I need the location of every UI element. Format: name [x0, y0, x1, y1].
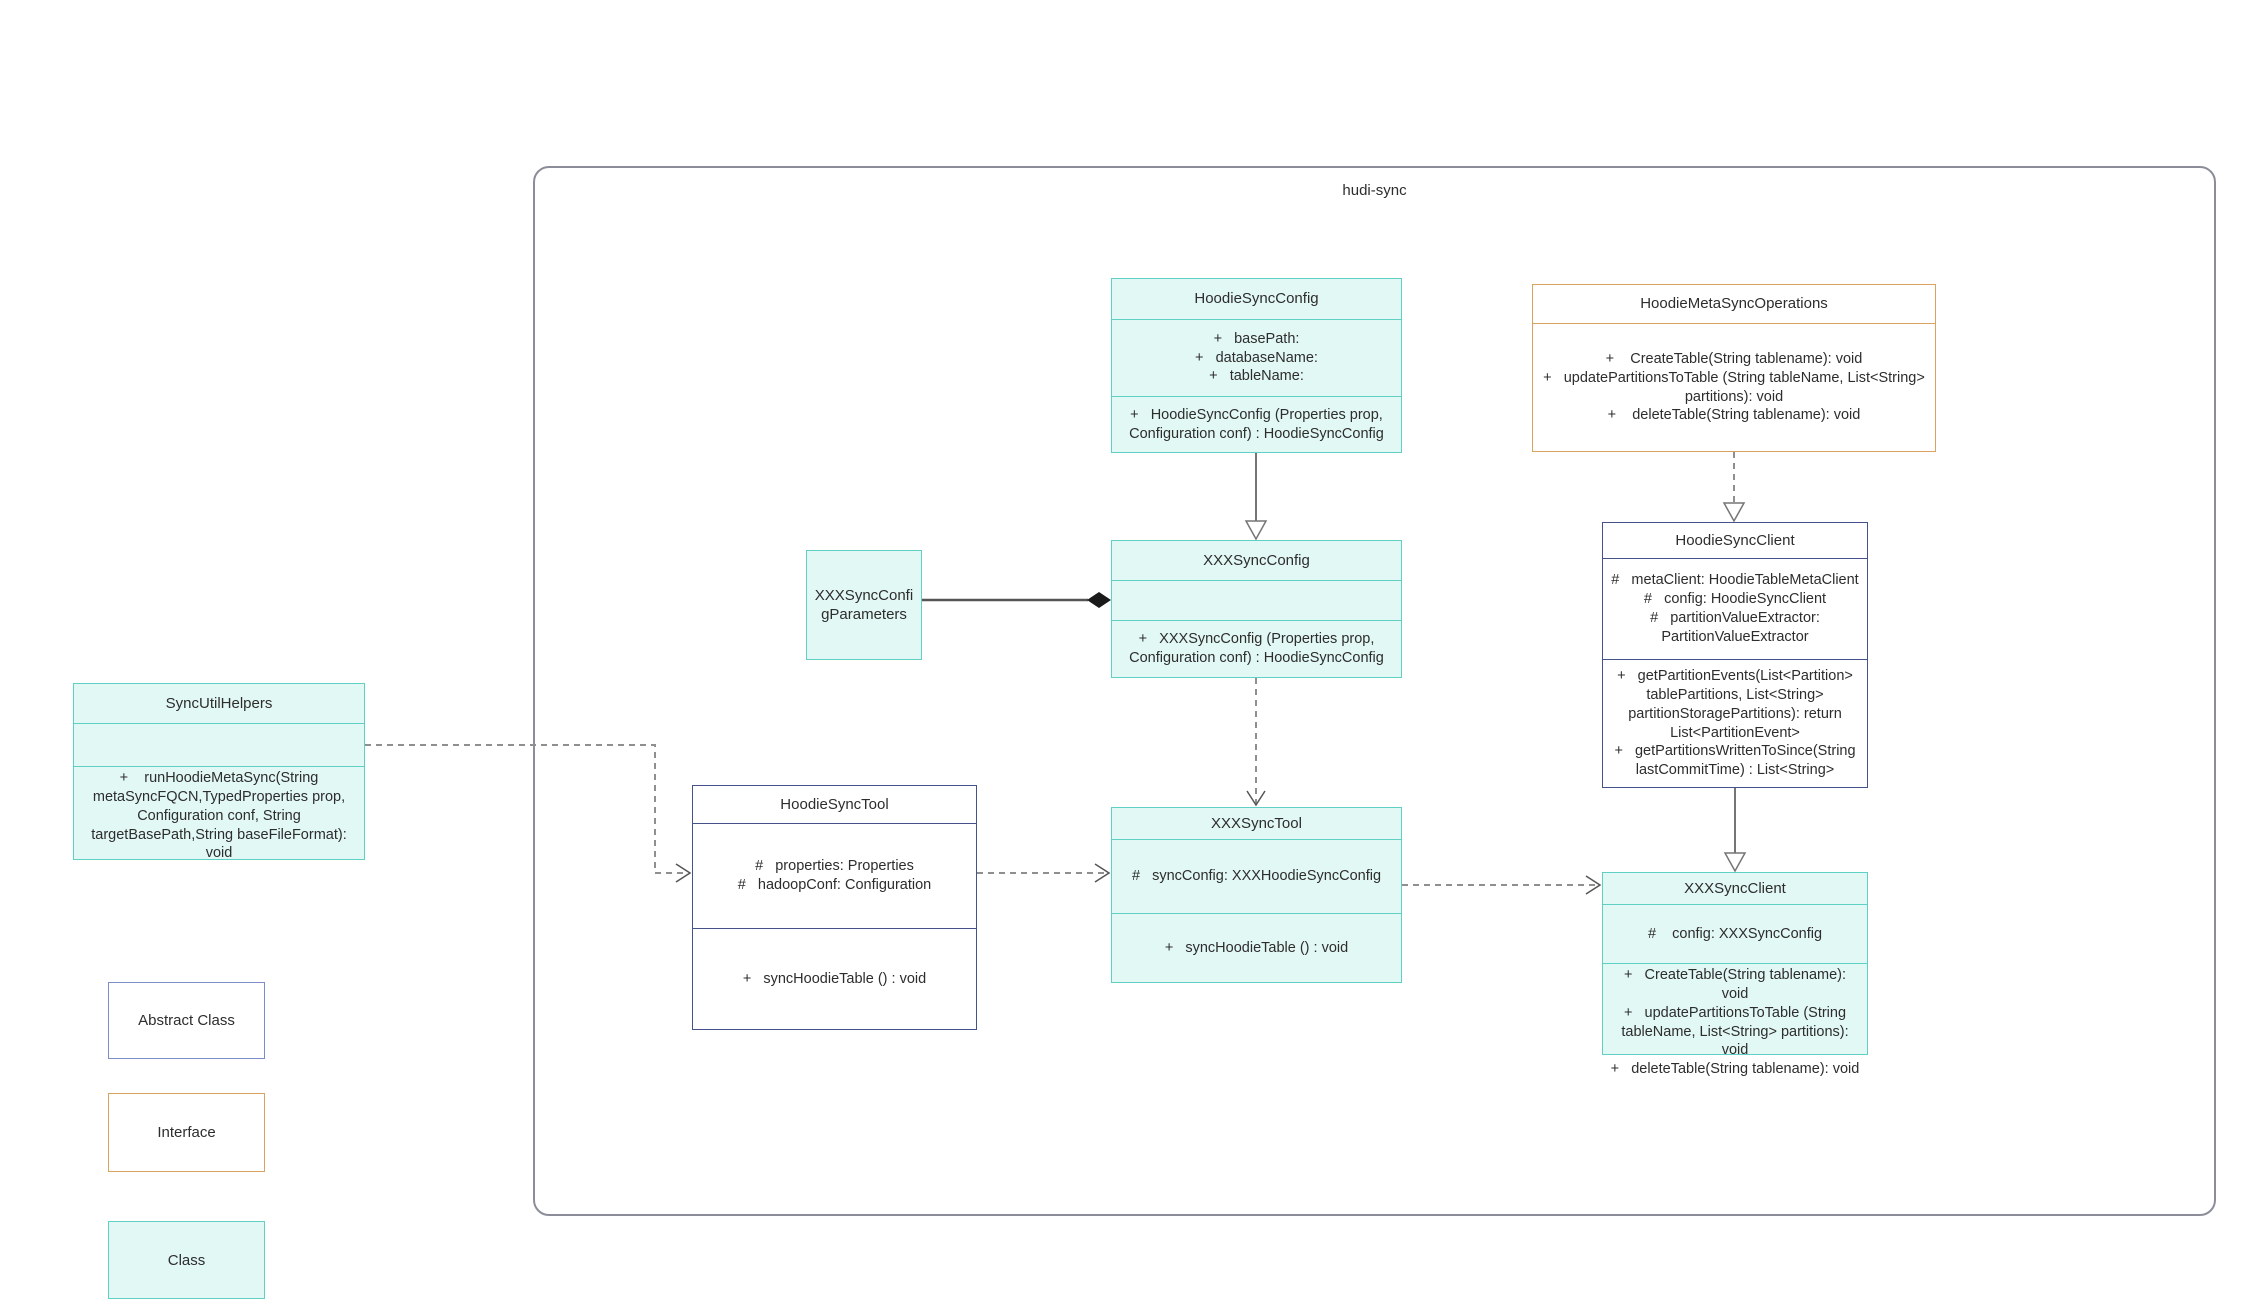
- class-title: XXXSyncTool: [1211, 814, 1302, 832]
- class-xxx-sync-config: XXXSyncConfig + XXXSyncConfig (Propertie…: [1111, 540, 1402, 678]
- class-attributes: # config: XXXSyncConfig: [1603, 904, 1867, 963]
- class-hoodie-sync-config: HoodieSyncConfig + basePath: + databaseN…: [1111, 278, 1402, 453]
- class-attributes: # metaClient: HoodieTableMetaClient # co…: [1603, 558, 1867, 659]
- legend-label: Interface: [157, 1124, 216, 1141]
- class-title: XXXSyncConfig: [1203, 551, 1310, 569]
- interface-methods: + CreateTable(String tablename): void + …: [1533, 323, 1935, 451]
- class-sync-util-helpers: SyncUtilHelpers + runHoodieMetaSync(Stri…: [73, 683, 365, 861]
- class-title: SyncUtilHelpers: [165, 694, 273, 712]
- class-title: XXXSyncClient: [1684, 879, 1786, 897]
- abstract-class-hoodie-sync-client: HoodieSyncClient # metaClient: HoodieTab…: [1602, 522, 1868, 788]
- class-title: HoodieSyncConfig: [1194, 290, 1319, 308]
- class-methods: + XXXSyncConfig (Properties prop, Config…: [1112, 620, 1401, 677]
- class-attributes: # properties: Properties # hadoopConf: C…: [693, 823, 976, 928]
- interface-hoodie-meta-sync-operations: HoodieMetaSyncOperations + CreateTable(S…: [1532, 284, 1936, 452]
- legend-abstract-class: Abstract Class: [108, 982, 265, 1059]
- class-xxx-sync-config-parameters: XXXSyncConfigParameters: [806, 550, 922, 660]
- class-methods: + syncHoodieTable () : void: [1112, 913, 1401, 982]
- legend-interface: Interface: [108, 1093, 265, 1172]
- abstract-class-hoodie-sync-tool: HoodieSyncTool # properties: Properties …: [692, 785, 977, 1030]
- class-methods: + HoodieSyncConfig (Properties prop, Con…: [1112, 396, 1401, 452]
- class-title: HoodieSyncTool: [780, 795, 889, 813]
- class-attributes: [74, 723, 364, 766]
- legend-label: Abstract Class: [138, 1012, 235, 1029]
- class-methods: + syncHoodieTable () : void: [693, 928, 976, 1029]
- class-attributes: + basePath: + databaseName: + tableName:: [1112, 319, 1401, 396]
- class-attributes: [1112, 580, 1401, 620]
- class-methods: + CreateTable(String tablename): void + …: [1603, 963, 1867, 1081]
- legend-label: Class: [167, 1251, 206, 1269]
- class-title: XXXSyncConfigParameters: [814, 586, 914, 624]
- class-xxx-sync-tool: XXXSyncTool # syncConfig: XXXHoodieSyncC…: [1111, 807, 1402, 983]
- class-methods: + getPartitionEvents(List<Partition> tab…: [1603, 659, 1867, 787]
- package-title: hudi-sync: [1342, 182, 1407, 199]
- legend-class: Class: [108, 1221, 265, 1299]
- interface-title: HoodieMetaSyncOperations: [1640, 295, 1828, 313]
- class-attributes: # syncConfig: XXXHoodieSyncConfig: [1112, 839, 1401, 913]
- class-methods: + runHoodieMetaSync(String metaSyncFQCN,…: [74, 766, 364, 865]
- class-xxx-sync-client: XXXSyncClient # config: XXXSyncConfig + …: [1602, 872, 1868, 1077]
- class-title: HoodieSyncClient: [1675, 531, 1795, 549]
